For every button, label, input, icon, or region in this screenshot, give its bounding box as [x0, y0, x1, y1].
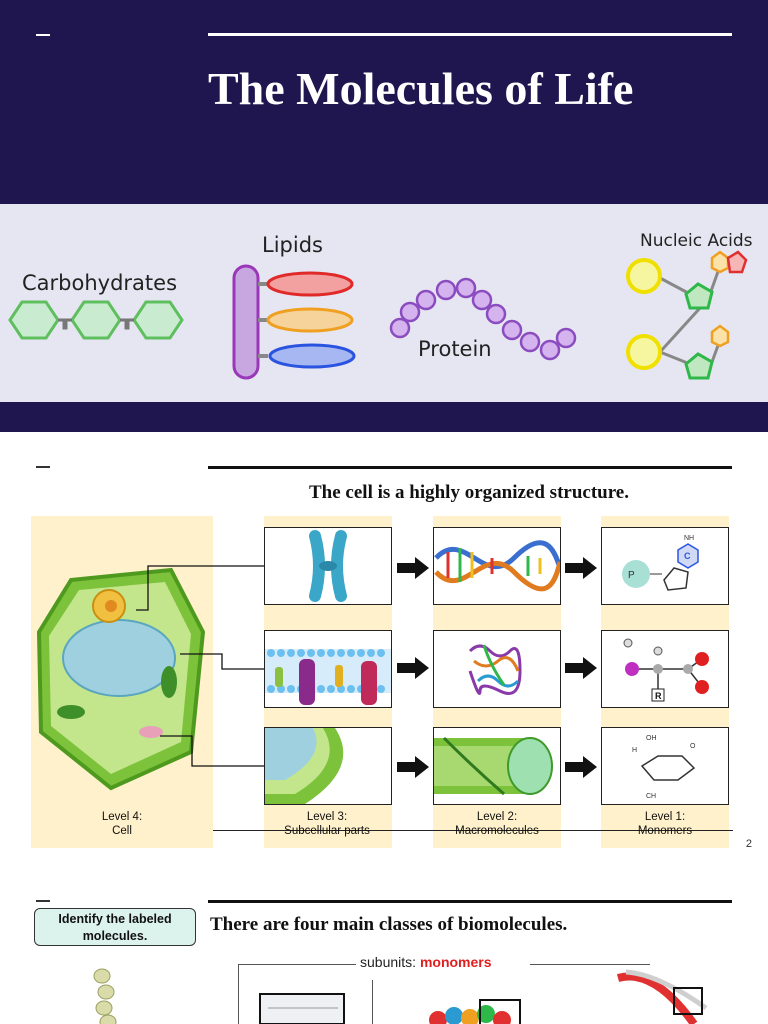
level1-label: Level 1: Monomers	[600, 810, 730, 838]
level2-title: Level 2:	[476, 811, 518, 823]
cell-membrane-image	[264, 630, 392, 708]
protein-structure-image	[433, 630, 561, 708]
slide-title: The Molecules of Life	[208, 63, 634, 114]
title-rule	[208, 33, 732, 36]
nh2-label: NH	[684, 535, 694, 542]
slide-dash-marker	[36, 900, 50, 902]
lipid-structure-image	[259, 993, 345, 1024]
nucleic-acids-label: Nucleic Acids	[640, 231, 753, 251]
slide-title: The cell is a highly organized structure…	[309, 482, 629, 503]
plant-cell-image	[36, 567, 206, 791]
title-slide: The Molecules of Life Carbohydrates Lipi…	[0, 0, 768, 432]
oh-label: OH	[646, 735, 657, 742]
arrow-icon	[565, 756, 597, 778]
arrow-icon	[397, 657, 429, 679]
identify-prompt-box: Identify the labeled molecules.	[34, 908, 196, 946]
protein-label: Protein	[418, 337, 492, 361]
o-label: O	[690, 743, 696, 750]
bracket-left	[238, 964, 239, 1024]
cellulose-fiber-image	[433, 727, 561, 805]
title-rule	[208, 900, 732, 903]
lipids-label: Lipids	[262, 233, 323, 257]
cytosine-label: C	[684, 551, 691, 561]
slide-dash-marker	[36, 34, 50, 36]
dna-segment-image	[616, 969, 708, 1024]
arrow-icon	[565, 557, 597, 579]
divider-line	[372, 980, 373, 1024]
level4-title: Level 4:	[101, 811, 143, 823]
biomolecule-classes-slide: Identify the labeled molecules. There ar…	[0, 872, 768, 1024]
glucose-structure-image: OH CH O H	[601, 727, 729, 805]
level1-name: Monomers	[637, 825, 693, 837]
level2-label: Level 2: Macromolecules	[432, 810, 562, 838]
biomolecules-illustration: Carbohydrates Lipids	[8, 231, 753, 380]
level3-title: Level 3:	[306, 811, 348, 823]
connector-lines	[136, 565, 264, 767]
monomers-highlight: monomers	[419, 954, 492, 970]
page-number: 2	[745, 838, 752, 850]
amino-acid-structure-image: R	[601, 630, 729, 708]
arrow-icon	[565, 657, 597, 679]
subunits-prefix: subunits:	[360, 954, 420, 970]
arrow-icon	[397, 756, 429, 778]
chromosome-image	[264, 527, 392, 605]
nucleic-acid-icon	[626, 250, 748, 380]
level1-title: Level 1:	[644, 811, 686, 823]
subunits-label: subunits: monomers	[360, 954, 492, 970]
lipid-molecule-icon	[232, 264, 356, 380]
nucleotide-structure-image: P C NH	[601, 527, 729, 605]
slide-title: There are four main classes of biomolecu…	[210, 914, 568, 935]
carbohydrate-chain-icon	[8, 300, 184, 340]
level4-label: Level 4: Cell	[57, 810, 187, 838]
carbohydrates-label: Carbohydrates	[22, 271, 177, 295]
h-label: H	[632, 747, 637, 754]
level2-name: Macromolecules	[455, 825, 539, 837]
levels-baseline	[213, 830, 733, 831]
level3-label: Level 3: Subcellular parts	[262, 810, 392, 838]
protein-chain-icon	[389, 277, 577, 361]
cell-wall-image	[264, 727, 392, 805]
ch2oh-label: CH	[646, 793, 656, 800]
dna-helix-image	[433, 527, 561, 605]
title-rule	[208, 466, 732, 469]
subunits-line-left	[238, 964, 356, 965]
amino-acid-cluster-image	[429, 999, 521, 1024]
biomolecules-banner: Carbohydrates Lipids	[0, 204, 768, 402]
polysaccharide-chain-image	[93, 968, 117, 1024]
cell-organization-slide: The cell is a highly organized structure…	[0, 432, 768, 872]
subunits-line-right	[530, 964, 650, 965]
arrow-icon	[397, 557, 429, 579]
slide-dash-marker	[36, 466, 50, 468]
level4-name: Cell	[112, 825, 132, 837]
svg-text:P: P	[628, 570, 635, 581]
level3-name: Subcellular parts	[284, 825, 370, 837]
r-group-label: R	[655, 691, 662, 701]
